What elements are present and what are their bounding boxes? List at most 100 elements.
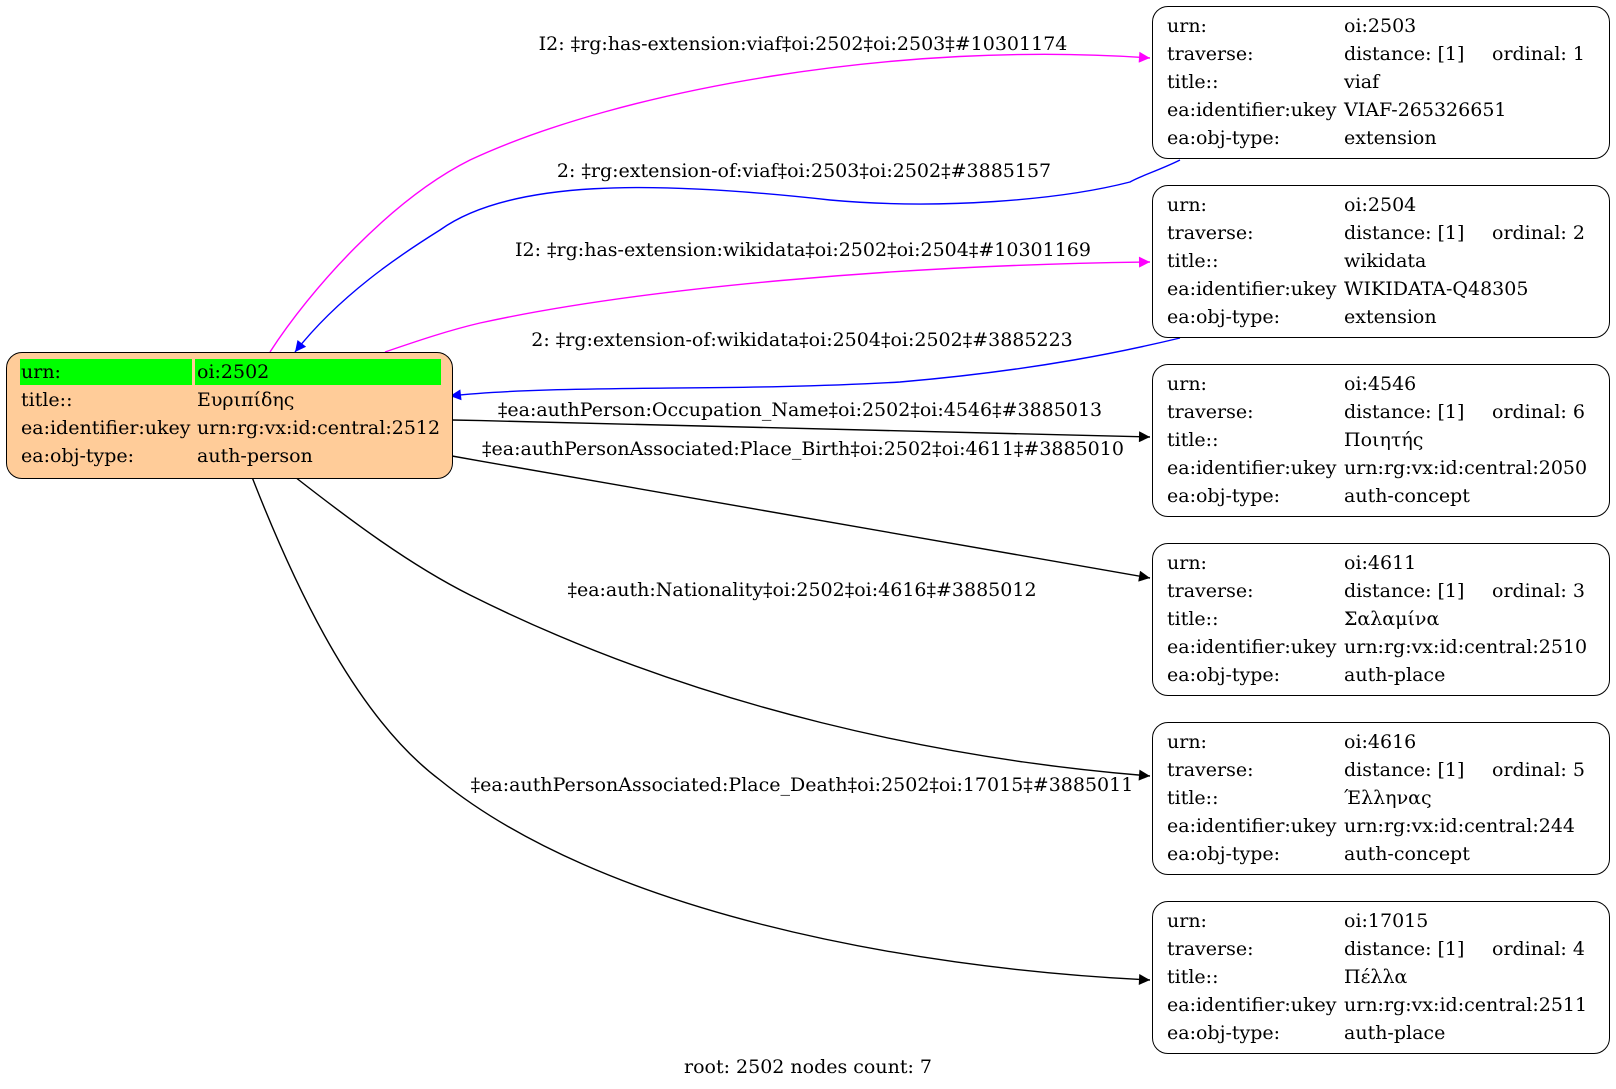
field-value: auth-person (197, 445, 313, 467)
field-value: extension (1344, 306, 1437, 328)
field-key: traverse: (1167, 759, 1254, 781)
edge-extension-of-viaf (294, 159, 1181, 353)
field-key: ea:identifier:ukey (21, 417, 191, 439)
node-oi-2504[interactable]: urn: oi:2504 traverse: distance: [1] ordina… (1152, 185, 1610, 338)
root-node[interactable]: urn: oi:2502 title:: Ευριπίδης ea:identi… (6, 352, 453, 479)
node-oi-4611[interactable]: urn: oi:4611 traverse: distance: [1] ordina… (1152, 543, 1610, 696)
field-value: oi:4616 (1344, 731, 1417, 753)
field-key: urn: (1167, 194, 1207, 216)
field-value: oi:17015 (1344, 910, 1429, 932)
field-key: title:: (1167, 71, 1219, 93)
field-value: distance: [1] (1344, 759, 1465, 781)
ordinal-value: ordinal: 5 (1492, 759, 1585, 781)
field-key: ea:identifier:ukey (1167, 994, 1337, 1016)
field-value: distance: [1] (1344, 938, 1465, 960)
node-oi-4546[interactable]: urn: oi:4546 traverse: distance: [1] ordina… (1152, 364, 1610, 517)
field-key: urn: (1167, 731, 1207, 753)
edge-place-death (251, 476, 1151, 985)
field-value: oi:4611 (1344, 552, 1417, 574)
field-value: oi:2504 (1344, 194, 1417, 216)
field-value: urn:rg:vx:id:central:2511 (1344, 994, 1588, 1016)
node-oi-17015[interactable]: urn: oi:17015 traverse: distance: [1] ordin… (1152, 901, 1610, 1054)
field-key: urn: (1167, 552, 1207, 574)
field-value: urn:rg:vx:id:central:2050 (1344, 457, 1588, 479)
field-value: urn:rg:vx:id:central:2512 (197, 417, 441, 439)
edge-place-birth (451, 455, 1151, 582)
edge-label: 2: ‡rg:extension-of:viaf‡oi:2503‡oi:2502… (556, 160, 1052, 182)
field-value: oi:4546 (1344, 373, 1417, 395)
field-key: ea:identifier:ukey (1167, 815, 1337, 837)
field-value: urn:rg:vx:id:central:2510 (1344, 636, 1588, 658)
ordinal-value: ordinal: 6 (1492, 401, 1585, 423)
field-key: ea:obj-type: (1167, 664, 1281, 686)
field-key: traverse: (1167, 222, 1254, 244)
field-key: traverse: (1167, 580, 1254, 602)
edge-nationality (294, 476, 1151, 781)
field-value: oi:2503 (1344, 15, 1417, 37)
field-value: Πέλλα (1344, 966, 1408, 988)
ordinal-value: ordinal: 2 (1492, 222, 1585, 244)
field-key: urn: (1167, 15, 1207, 37)
edge-has-extension-viaf (269, 51, 1151, 353)
ordinal-value: ordinal: 4 (1492, 938, 1585, 960)
highlight-key (20, 359, 192, 385)
field-key: title:: (21, 389, 73, 411)
field-key: urn: (1167, 910, 1207, 932)
field-key: ea:obj-type: (1167, 306, 1281, 328)
edge-label: ‡ea:authPerson:Occupation_Name‡oi:2502‡o… (497, 399, 1103, 421)
ordinal-value: ordinal: 3 (1492, 580, 1585, 602)
field-key: ea:identifier:ukey (1167, 457, 1337, 479)
field-value: VIAF-265326651 (1344, 99, 1507, 121)
field-key: ea:obj-type: (1167, 127, 1281, 149)
field-key: traverse: (1167, 43, 1254, 65)
field-key: title:: (1167, 966, 1219, 988)
edge-label: ‡ea:auth:Nationality‡oi:2502‡oi:4616‡#38… (567, 579, 1037, 601)
field-value: Σαλαμίνα (1344, 608, 1440, 630)
field-value: Έλληνας (1344, 787, 1432, 809)
field-key: urn: (1167, 373, 1207, 395)
field-key: ea:identifier:ukey (1167, 278, 1337, 300)
edge-has-extension-wikidata (384, 256, 1151, 353)
field-value: distance: [1] (1344, 43, 1465, 65)
field-key: title:: (1167, 787, 1219, 809)
field-value: Ευριπίδης (197, 389, 295, 411)
field-key: ea:obj-type: (1167, 485, 1281, 507)
edge-occupation (451, 419, 1151, 443)
field-key: traverse: (1167, 401, 1254, 423)
field-key: title:: (1167, 429, 1219, 451)
edge-extension-of-wikidata (449, 337, 1181, 401)
field-value: wikidata (1344, 250, 1427, 272)
field-value: Ποιητής (1344, 429, 1424, 451)
field-value: extension (1344, 127, 1437, 149)
ordinal-value: ordinal: 1 (1492, 43, 1585, 65)
field-value: auth-concept (1344, 485, 1470, 507)
field-key: title:: (1167, 608, 1219, 630)
edge-label: 2: ‡rg:extension-of:wikidata‡oi:2504‡oi:… (531, 329, 1073, 351)
field-value: oi:2502 (197, 361, 270, 383)
field-value: viaf (1344, 71, 1380, 93)
highlight-value (195, 359, 441, 385)
footer-summary: root: 2502 nodes count: 7 (683, 1056, 933, 1078)
field-key: ea:identifier:ukey (1167, 99, 1337, 121)
edge-label: I2: ‡rg:has-extension:wikidata‡oi:2502‡o… (515, 239, 1091, 261)
edge-label: I2: ‡rg:has-extension:viaf‡oi:2502‡oi:25… (538, 33, 1068, 55)
field-key: ea:obj-type: (1167, 1022, 1281, 1044)
field-value: auth-place (1344, 664, 1446, 686)
field-key: ea:obj-type: (1167, 843, 1281, 865)
field-key: title:: (1167, 250, 1219, 272)
field-key: ea:identifier:ukey (1167, 636, 1337, 658)
edge-label: ‡ea:authPersonAssociated:Place_Birth‡oi:… (482, 438, 1124, 460)
field-value: distance: [1] (1344, 401, 1465, 423)
field-value: distance: [1] (1344, 580, 1465, 602)
field-value: urn:rg:vx:id:central:244 (1344, 815, 1576, 837)
field-value: auth-place (1344, 1022, 1446, 1044)
node-oi-2503[interactable]: urn: oi:2503 traverse: distance: [1] ordina… (1152, 6, 1610, 159)
field-value: distance: [1] (1344, 222, 1465, 244)
field-key: traverse: (1167, 938, 1254, 960)
node-oi-4616[interactable]: urn: oi:4616 traverse: distance: [1] ordina… (1152, 722, 1610, 875)
field-key: urn: (21, 361, 61, 383)
field-value: WIKIDATA-Q48305 (1344, 278, 1529, 300)
edge-label: ‡ea:authPersonAssociated:Place_Death‡oi:… (470, 774, 1134, 796)
field-key: ea:obj-type: (21, 445, 135, 467)
